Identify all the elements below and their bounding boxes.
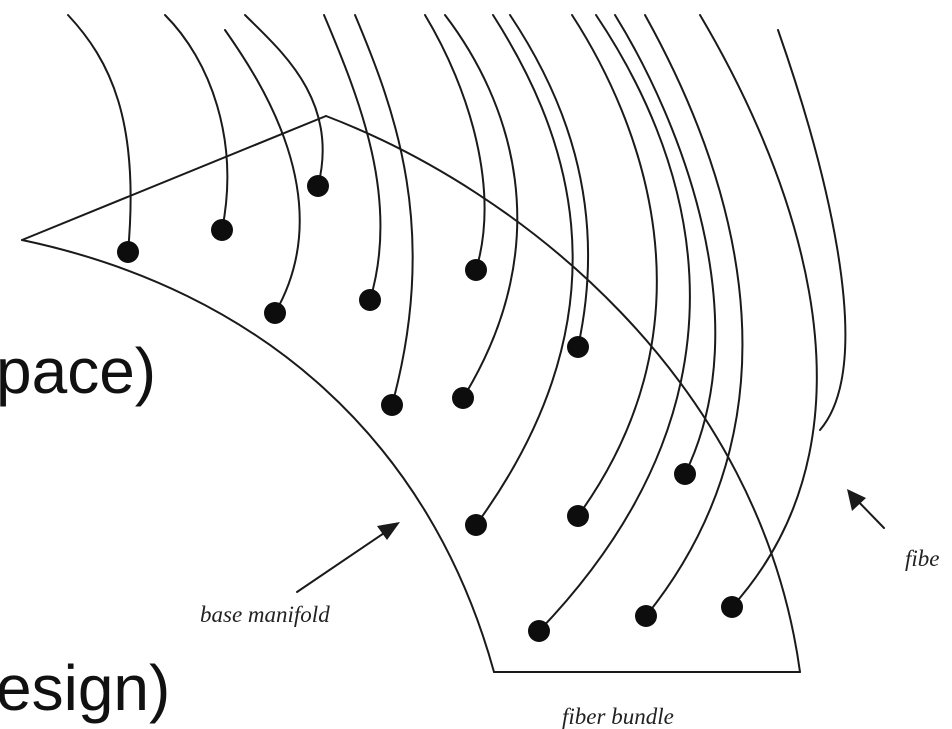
manifold-left-edge	[21, 239, 495, 673]
fiber-line	[224, 29, 301, 314]
base-point	[211, 219, 233, 241]
fiber-arrow	[847, 489, 885, 529]
fiber-line	[164, 14, 229, 231]
fiber-bundle-label: fiber bundle	[562, 704, 674, 729]
fiber-line	[323, 14, 382, 301]
fiber-line	[538, 14, 691, 632]
base-manifold-arrow	[296, 522, 400, 593]
fiber-line	[509, 14, 590, 348]
base-point	[635, 605, 657, 627]
fiber-line	[571, 14, 658, 517]
space-text-fragment: pace)	[0, 335, 156, 407]
base-point	[567, 505, 589, 527]
fibers	[67, 14, 847, 632]
fiber-line	[354, 14, 414, 406]
fiber-line	[777, 29, 847, 431]
base-point	[465, 514, 487, 536]
fiber-line	[244, 14, 324, 187]
manifold-top-right-edge	[325, 115, 801, 673]
base-point	[264, 302, 286, 324]
base-point	[721, 596, 743, 618]
manifold-top-left-edge	[21, 115, 327, 241]
fiber-line	[444, 14, 519, 399]
base-point	[381, 394, 403, 416]
base-point	[117, 241, 139, 263]
base-point	[567, 336, 589, 358]
base-point	[307, 175, 329, 197]
fiber-line	[67, 14, 132, 253]
design-text-fragment: esign)	[0, 652, 170, 724]
base-point	[465, 259, 487, 281]
fiber-line	[475, 14, 574, 526]
fiber-line	[424, 14, 486, 271]
base-point	[528, 620, 550, 642]
base-manifold-label: base manifold	[200, 602, 330, 627]
fiber-arrow-head	[847, 489, 866, 511]
base-manifold-arrow-line	[296, 526, 394, 593]
fiber-line	[644, 14, 744, 617]
fiber-label: fibe	[905, 546, 940, 571]
base-manifold-arrow-head	[377, 522, 400, 540]
base-point	[674, 463, 696, 485]
fiber-line	[699, 14, 818, 608]
fiber-line	[614, 14, 717, 475]
base-point	[452, 387, 474, 409]
base-points	[117, 175, 743, 642]
base-point	[359, 289, 381, 311]
